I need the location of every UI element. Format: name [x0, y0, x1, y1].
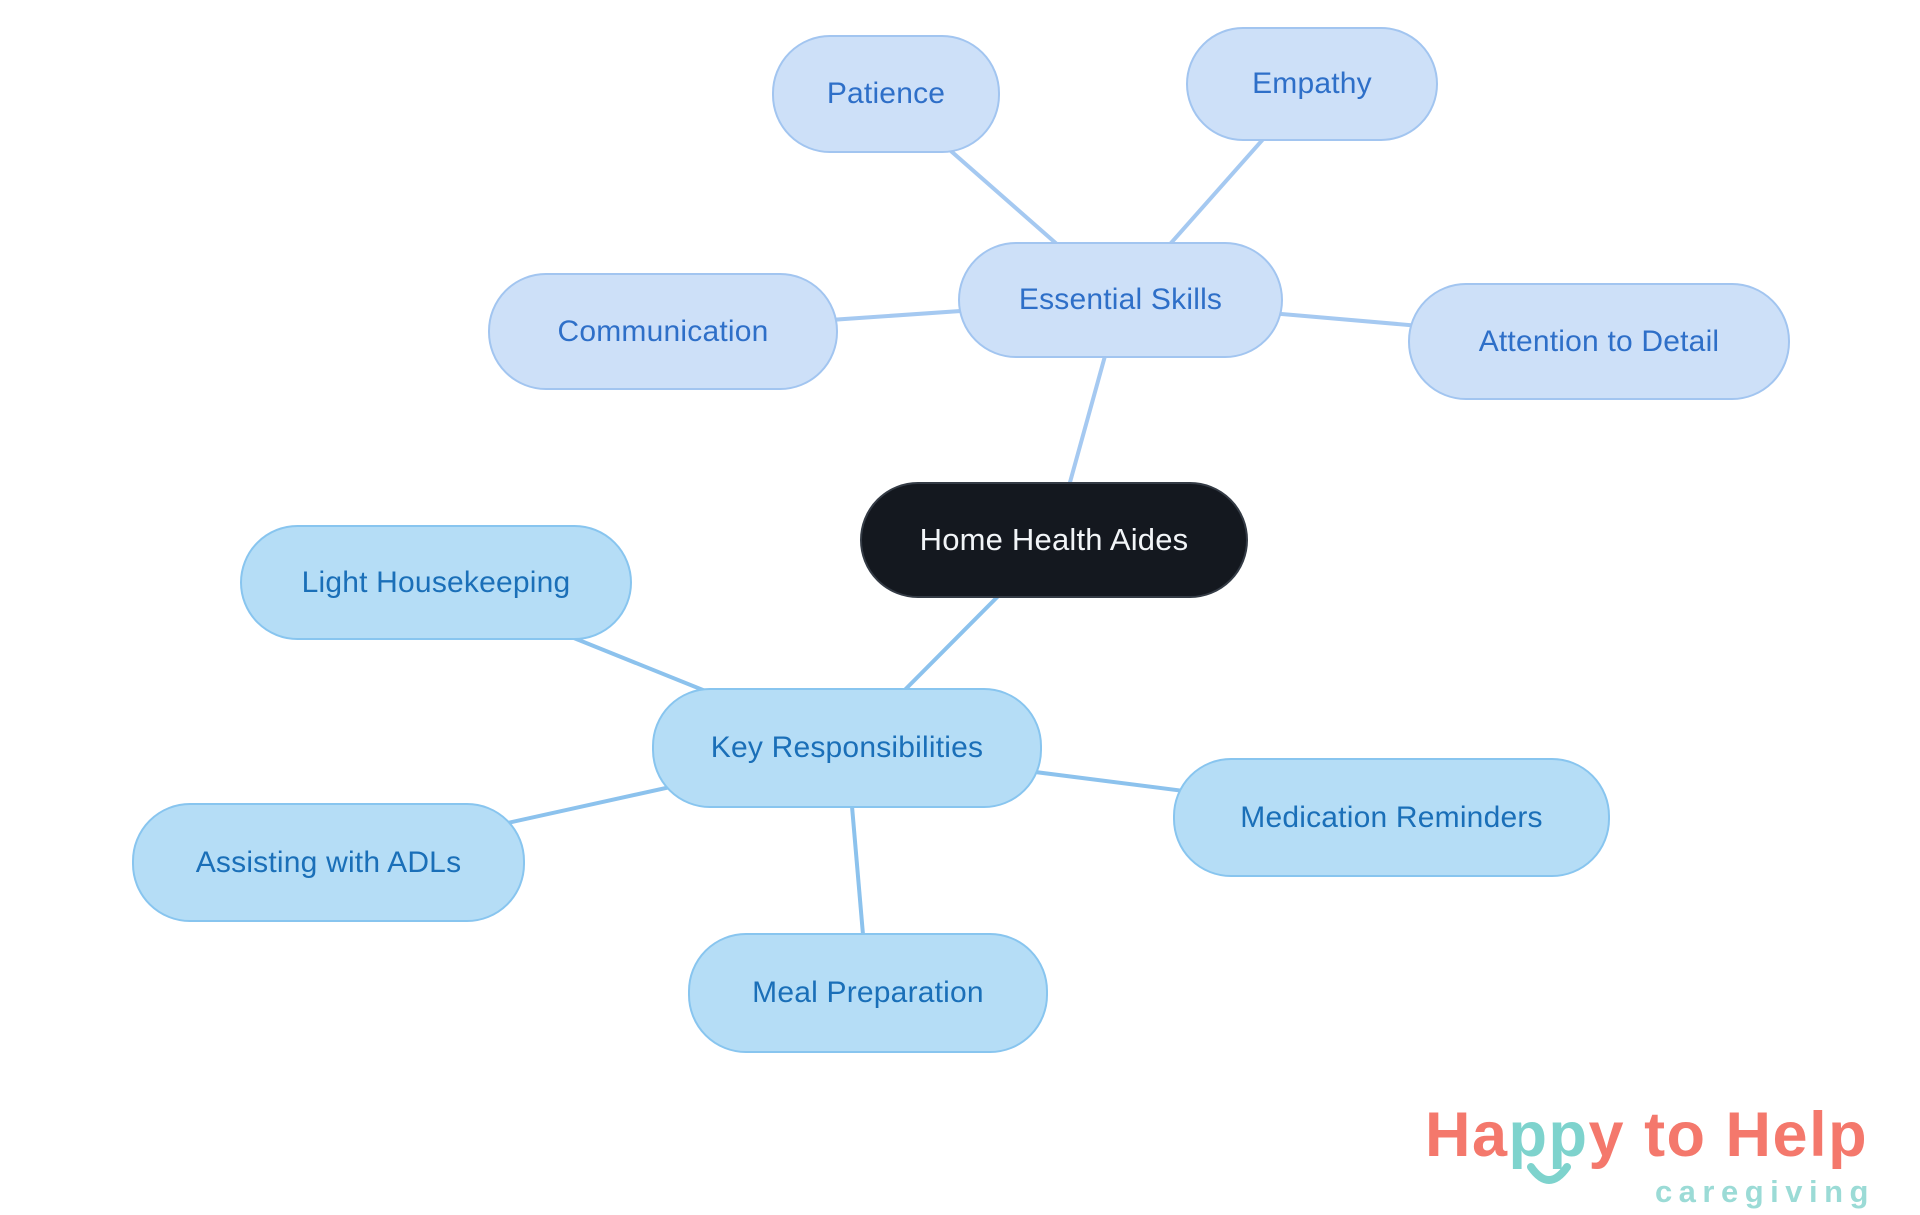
node-home-health-aides[interactable]: Home Health Aides: [860, 482, 1248, 598]
node-communication[interactable]: Communication: [488, 273, 838, 390]
node-label-assisting-with-adls: Assisting with ADLs: [195, 845, 462, 879]
node-label-light-housekeeping: Light Housekeeping: [301, 565, 571, 599]
brand-logo-tagline: caregiving: [1654, 1174, 1875, 1209]
node-essential-skills[interactable]: Essential Skills: [958, 242, 1283, 358]
node-attention-to-detail[interactable]: Attention to Detail: [1408, 283, 1790, 400]
node-label-key-responsibilities: Key Responsibilities: [710, 731, 984, 764]
node-key-responsibilities[interactable]: Key Responsibilities: [652, 688, 1042, 808]
node-label-attention-to-detail: Attention to Detail: [1478, 324, 1720, 358]
node-label-essential-skills: Essential Skills: [1018, 283, 1223, 316]
node-meal-preparation[interactable]: Meal Preparation: [688, 933, 1048, 1053]
brand-logo-text-y: y: [1588, 1100, 1626, 1170]
brand-logo-text-pp: pp: [1509, 1104, 1589, 1184]
node-label-patience: Patience: [826, 77, 946, 110]
node-empathy[interactable]: Empathy: [1186, 27, 1438, 141]
brand-logo-text-ha: Ha: [1425, 1100, 1509, 1170]
node-medication-reminders[interactable]: Medication Reminders: [1173, 758, 1610, 877]
node-patience[interactable]: Patience: [772, 35, 1000, 153]
node-label-communication: Communication: [557, 314, 769, 348]
brand-logo-text-tohelp: to Help: [1625, 1100, 1869, 1170]
node-label-empathy: Empathy: [1252, 67, 1372, 100]
node-label-meal-preparation: Meal Preparation: [752, 976, 984, 1009]
smile-icon: [1526, 1163, 1571, 1184]
node-label-home-health-aides: Home Health Aides: [919, 522, 1189, 557]
node-label-medication-reminders: Medication Reminders: [1240, 800, 1543, 834]
node-assisting-with-adls[interactable]: Assisting with ADLs: [132, 803, 525, 922]
node-light-housekeeping[interactable]: Light Housekeeping: [240, 525, 632, 640]
